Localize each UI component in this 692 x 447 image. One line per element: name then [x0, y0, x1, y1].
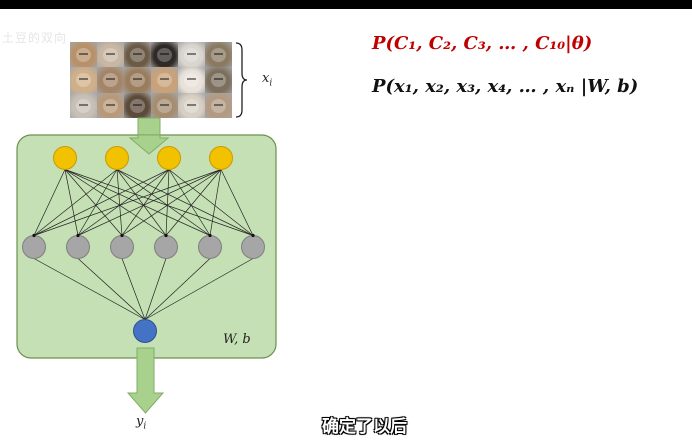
input-arrow-head — [128, 134, 170, 155]
cat-photo-tile — [178, 92, 205, 118]
connection-input-hidden — [77, 169, 170, 236]
connection-hidden-output — [33, 258, 146, 320]
input-node — [209, 146, 233, 170]
connection-input-hidden — [64, 169, 211, 236]
edge-arrowhead — [164, 233, 168, 238]
connection-input-hidden — [168, 169, 211, 236]
connection-input-hidden — [77, 169, 118, 236]
formula-input-likelihood: P(x₁, x₂, x₃, x₄, … , xₙ |W, b) — [372, 76, 639, 97]
cat-photo-tile — [151, 42, 178, 68]
cat-photo-tile — [70, 67, 97, 93]
cat-photo-tile — [205, 92, 232, 118]
cat-photo-tile — [70, 92, 97, 118]
edge-arrowhead — [120, 233, 124, 238]
output-arrow — [126, 347, 165, 414]
connection-input-hidden — [209, 169, 222, 236]
hidden-node — [22, 235, 46, 259]
connection-input-hidden — [121, 169, 170, 236]
cat-photo-tile — [151, 92, 178, 118]
connection-input-hidden — [116, 169, 254, 236]
cat-photo-tile — [124, 67, 151, 93]
input-node — [53, 146, 77, 170]
cat-photo-tile — [178, 42, 205, 68]
connection-input-hidden — [33, 169, 118, 236]
cat-photo-tile — [151, 67, 178, 93]
connection-hidden-output — [144, 258, 167, 320]
input-brace — [235, 42, 247, 118]
top-black-bar — [0, 0, 692, 9]
edge-arrowhead — [32, 233, 36, 238]
cat-photo-tile — [178, 67, 205, 93]
hidden-node — [241, 235, 265, 259]
inputs-label: xi — [262, 71, 273, 89]
connection-hidden-output — [121, 258, 146, 320]
faint-watermark: 土豆的双向 — [2, 31, 68, 45]
cat-photo-tile — [124, 42, 151, 68]
connection-input-hidden — [33, 169, 170, 236]
cat-image-grid — [70, 42, 232, 118]
connection-input-hidden — [121, 169, 222, 236]
video-subtitle: 确定了以后 — [322, 417, 407, 437]
connection-input-hidden — [168, 169, 254, 236]
hidden-node — [154, 235, 178, 259]
cat-photo-tile — [97, 67, 124, 93]
connection-input-hidden — [33, 169, 222, 236]
hidden-node — [110, 235, 134, 259]
connection-input-hidden — [165, 169, 170, 236]
connection-input-hidden — [33, 169, 66, 236]
input-node — [157, 146, 181, 170]
cat-photo-tile — [70, 42, 97, 68]
formula-class-probability: P(C₁, C₂, C₃, … , C₁₀|θ) — [372, 33, 593, 54]
cat-photo-tile — [97, 92, 124, 118]
cat-photo-tile — [97, 42, 124, 68]
hidden-node — [66, 235, 90, 259]
connection-hidden-output — [144, 258, 254, 320]
connection-input-hidden — [77, 169, 222, 236]
edge-arrowhead — [208, 233, 212, 238]
connection-hidden-output — [144, 258, 211, 320]
output-label: yi — [136, 414, 147, 432]
connection-input-hidden — [64, 169, 254, 236]
connection-input-hidden — [64, 169, 79, 236]
connection-input-hidden — [64, 169, 123, 236]
connection-input-hidden — [116, 169, 211, 236]
connection-hidden-output — [77, 258, 146, 320]
output-node — [133, 319, 157, 343]
connection-input-hidden — [116, 169, 123, 236]
cat-photo-tile — [124, 92, 151, 118]
hidden-node — [198, 235, 222, 259]
connection-input-hidden — [165, 169, 222, 236]
cat-photo-tile — [205, 42, 232, 68]
edge-arrowhead — [76, 233, 80, 238]
connection-input-hidden — [116, 169, 167, 236]
edge-arrowhead — [251, 233, 255, 238]
input-node — [105, 146, 129, 170]
connection-input-hidden — [220, 169, 254, 236]
connection-input-hidden — [64, 169, 167, 236]
cat-photo-tile — [205, 67, 232, 93]
params-label: W, b — [223, 332, 251, 347]
